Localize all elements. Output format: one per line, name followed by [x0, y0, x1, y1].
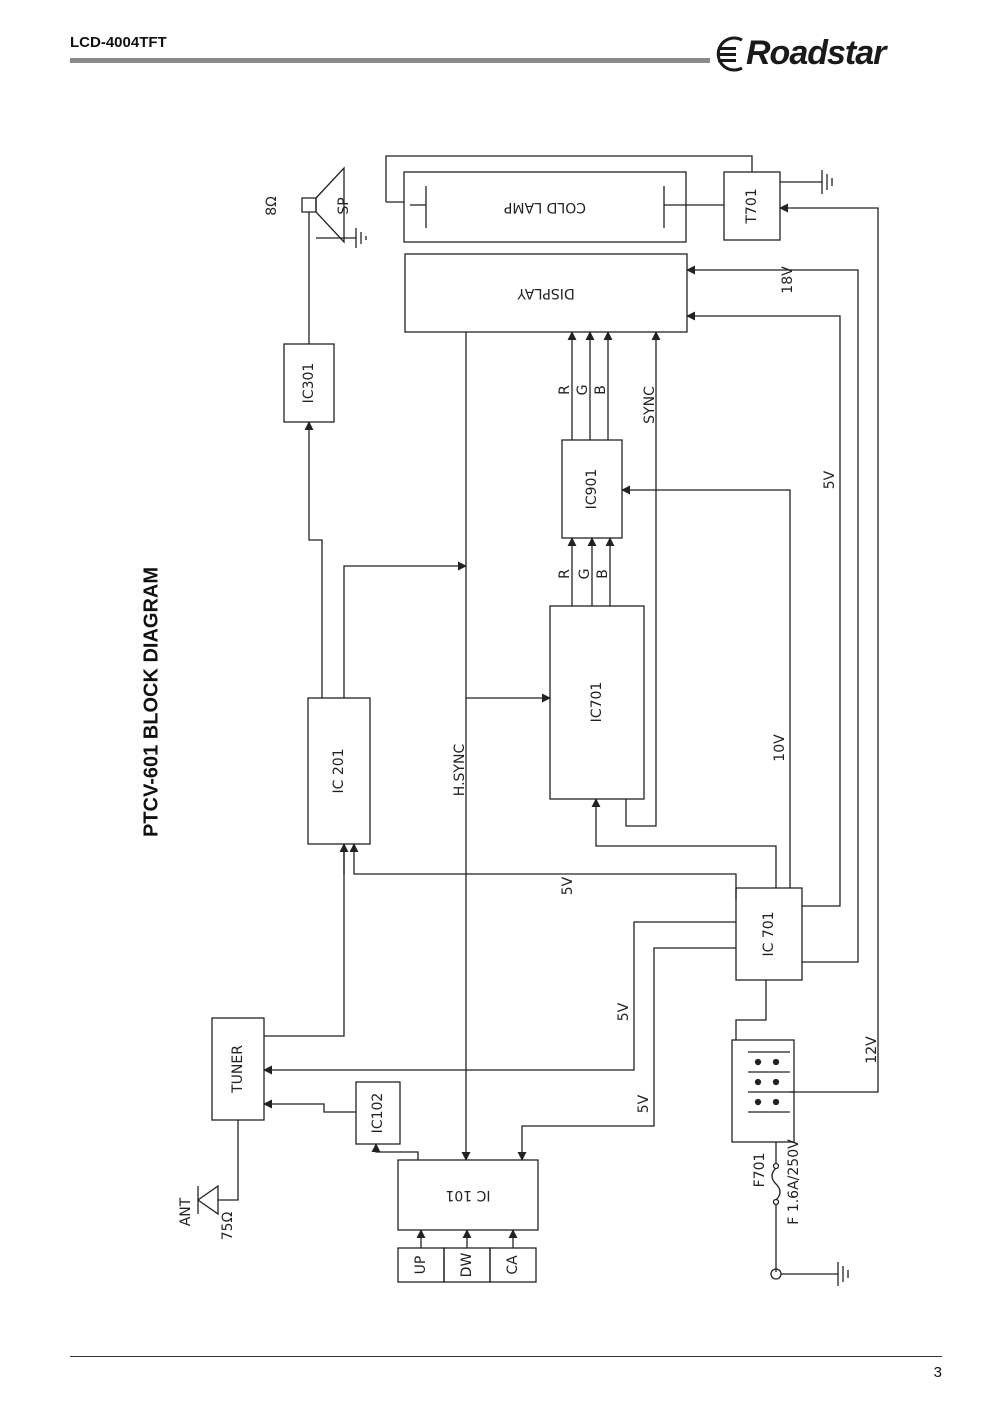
brand-mark-icon [716, 36, 743, 72]
model-number: LCD-4004TFT [70, 34, 167, 51]
t701-label: T701 [744, 188, 760, 224]
button-ca-label: CA [505, 1255, 521, 1275]
button-up-label: UP [413, 1256, 429, 1275]
ic201-label: IC 201 [331, 748, 347, 793]
ic101-label: IC 101 [445, 1187, 490, 1203]
tuner-label: TUNER [230, 1045, 246, 1094]
g-in-label: G [577, 569, 593, 580]
speaker-impedance-label: 8Ω [264, 196, 280, 216]
block-diagram: COLD LAMP T701 DISPLAY IC301 IC901 IC701… [140, 155, 880, 1286]
antenna-impedance-label: 75Ω [220, 1211, 236, 1240]
ic102-label: IC102 [370, 1093, 386, 1134]
fuse-rating-label: F 1.6A/250V [786, 1139, 802, 1225]
speaker-label: SP [336, 197, 352, 214]
ic201-block [307, 697, 371, 845]
ic701-power-block [735, 887, 803, 981]
antenna-label: ANT [178, 1197, 194, 1226]
footer-rule [70, 1356, 942, 1357]
cold-lamp-block [403, 171, 687, 243]
v12-label: 12V [864, 1036, 880, 1064]
v18-label: 18V [780, 266, 796, 294]
fuse-label: F701 [752, 1153, 768, 1188]
hsync-label: H.SYNC [452, 744, 468, 797]
diagram-title: PTCV-601 BLOCK DIAGRAM [140, 567, 162, 837]
ic701-power-label: IC 701 [761, 911, 777, 956]
sync-label: SYNC [642, 386, 658, 424]
ic701-video-label: IC701 [589, 682, 605, 723]
r-out-label: R [557, 385, 573, 395]
v5-tuner-label: 5V [616, 1002, 632, 1021]
v5-ic901-label: 5V [822, 470, 838, 489]
r-in-label: R [557, 569, 573, 579]
button-dw-label: DW [459, 1253, 475, 1278]
ic901-label: IC901 [584, 469, 600, 510]
ic301-label: IC301 [301, 363, 317, 404]
v10-label: 10V [772, 734, 788, 762]
cold-lamp-label: COLD LAMP [504, 199, 586, 215]
display-label: DISPLAY [517, 285, 575, 301]
v5-ic101-label: 5V [636, 1094, 652, 1113]
b-out-label: B [593, 385, 609, 395]
page-number: 3 [933, 1364, 942, 1381]
display-block [404, 253, 688, 333]
b-in-label: B [595, 569, 611, 579]
brand-logo: Roadstar [712, 30, 952, 78]
header-rule [70, 58, 710, 63]
g-out-label: G [575, 385, 591, 396]
brand-name: Roadstar [746, 34, 886, 72]
v5-ic201-label: 5V [560, 876, 576, 895]
